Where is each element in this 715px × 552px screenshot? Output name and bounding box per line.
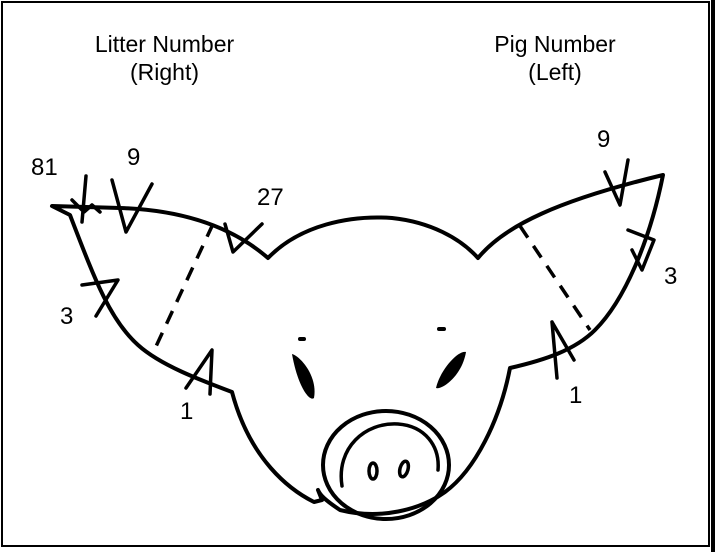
notch-81 [72,176,100,222]
nostril-right [398,460,410,478]
nostril-left [369,463,377,479]
snout-inner-arc [341,424,438,486]
pig-head-outline [52,175,663,514]
notch-9-right [112,180,152,232]
right-ear-fold-line [152,224,213,355]
notch-9-left [605,160,628,205]
left-ear-fold-line [520,226,590,330]
right-eye [292,354,315,399]
left-eye [436,352,466,388]
notch-1-right [186,350,212,394]
